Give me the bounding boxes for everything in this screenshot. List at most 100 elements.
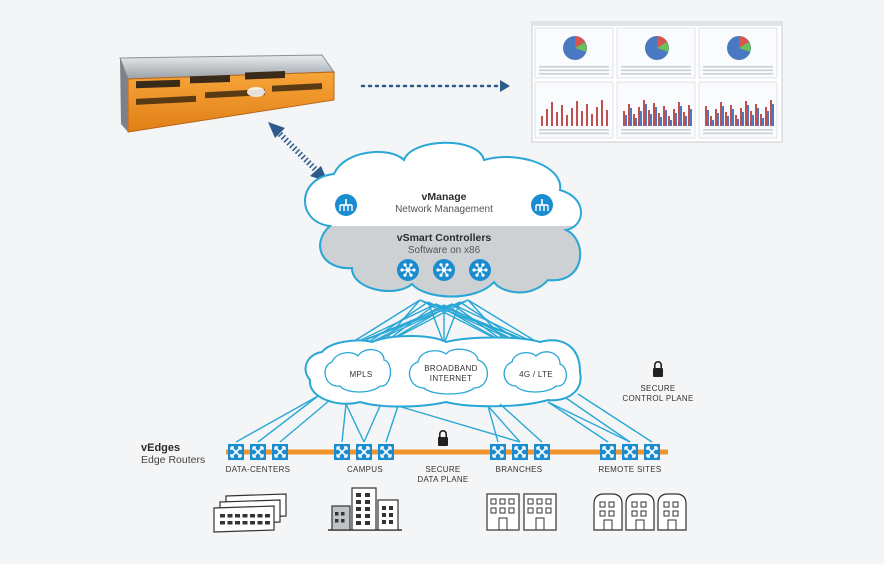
- building-window: [640, 501, 647, 508]
- site-label-remote-sites: REMOTE SITES: [598, 465, 661, 474]
- building-window: [265, 514, 270, 518]
- building-window: [250, 521, 255, 525]
- edge-router-icon: [334, 444, 350, 460]
- control-plane-label-line1: SECURE: [640, 384, 675, 393]
- building-window: [356, 500, 361, 504]
- building-window: [527, 498, 534, 505]
- building-window: [672, 510, 679, 517]
- transport-cloud: [304, 335, 582, 408]
- branch-building-icon: [486, 493, 557, 531]
- controller-link-line: [443, 301, 461, 345]
- vsmart-controller-icon: [397, 259, 419, 281]
- edge-router-icon: [356, 444, 372, 460]
- building-window: [545, 507, 552, 514]
- building-window: [341, 519, 345, 523]
- dashboard-pie-panel: [698, 27, 778, 79]
- building-window: [365, 493, 370, 497]
- building-window: [608, 501, 615, 508]
- vmanage-icon-right: [531, 194, 553, 216]
- building-window: [382, 513, 386, 517]
- server-to-dashboard-arrow: [360, 80, 510, 92]
- control-plane-label-line2: CONTROL PLANE: [622, 394, 693, 403]
- edge-link-line: [257, 395, 319, 443]
- site-label-campus: CAMPUS: [347, 465, 383, 474]
- building-window: [527, 507, 534, 514]
- logo-icon: [247, 87, 265, 97]
- data-plane-lock-icon: [438, 430, 448, 446]
- building-window: [341, 512, 345, 516]
- edge-router-icon: [644, 444, 660, 460]
- broadband-label-line1: BROADBAND: [424, 364, 477, 373]
- building-window: [389, 506, 393, 510]
- building-window: [235, 521, 240, 525]
- edge-link-line: [487, 405, 521, 443]
- edge-router-icon: [378, 444, 394, 460]
- edge-router-icon: [250, 444, 266, 460]
- edge-link-line: [345, 403, 365, 443]
- edge-link-line: [547, 401, 631, 443]
- edge-links: [235, 393, 653, 443]
- site-label-data-centers: DATA-CENTERS: [226, 465, 291, 474]
- building-door: [603, 519, 613, 531]
- vedges-title: vEdges: [141, 442, 180, 454]
- building-window: [356, 521, 361, 525]
- building-window: [508, 498, 515, 505]
- edge-router-icon: [534, 444, 550, 460]
- broadband-label-line2: INTERNET: [430, 374, 472, 383]
- campus-building-icon: [328, 487, 402, 531]
- edge-link-line: [547, 401, 609, 443]
- building-window: [389, 513, 393, 517]
- building-window: [631, 510, 638, 517]
- building-window: [250, 514, 255, 518]
- building-window: [490, 498, 497, 505]
- edge-link-line: [565, 397, 631, 443]
- edge-router-icon: [600, 444, 616, 460]
- edge-router-icon: [622, 444, 638, 460]
- dashboard-bar-panel: [534, 81, 614, 139]
- building-window: [508, 507, 515, 514]
- building-window: [242, 521, 248, 525]
- building-window: [227, 521, 233, 525]
- building-window: [499, 507, 506, 514]
- edge-link-line: [499, 403, 543, 443]
- building-window: [536, 507, 543, 514]
- building-door: [498, 517, 508, 531]
- edge-link-line: [363, 405, 381, 443]
- building-window: [365, 514, 370, 518]
- dashboard-bar-panel: [616, 81, 696, 139]
- building-window: [257, 514, 263, 518]
- lte-label: 4G / LTE: [519, 370, 553, 379]
- site-label-branches: BRANCHES: [496, 465, 543, 474]
- dashboard-pie-panel: [534, 27, 614, 79]
- building-window: [257, 521, 263, 525]
- building-window: [608, 510, 615, 517]
- vmanage-subtitle: Network Management: [395, 204, 493, 215]
- building-window: [631, 501, 638, 508]
- control-plane-lock-icon: [653, 361, 663, 377]
- vmanage-title: vManage: [422, 191, 467, 203]
- building-window: [545, 498, 552, 505]
- controller-link-line: [427, 301, 445, 345]
- building-window: [227, 514, 233, 518]
- building-window: [365, 500, 370, 504]
- vsmart-controller-icon: [469, 259, 491, 281]
- edge-link-line: [487, 405, 499, 443]
- edge-link-line: [235, 395, 319, 443]
- building-window: [356, 507, 361, 511]
- building-window: [335, 512, 339, 516]
- mpls-label: MPLS: [350, 370, 373, 379]
- building-window: [220, 514, 225, 518]
- dashboard-bar-panel: [698, 81, 778, 139]
- building-window: [265, 521, 270, 525]
- building-window: [663, 510, 670, 517]
- building-door: [535, 517, 545, 531]
- building-window: [356, 514, 361, 518]
- edge-router-icon: [228, 444, 244, 460]
- remote-site-building-icon: [593, 493, 687, 531]
- vedges-subtitle: Edge Routers: [141, 454, 205, 466]
- building-window: [499, 498, 506, 505]
- building-window: [490, 507, 497, 514]
- edge-router-icon: [512, 444, 528, 460]
- edge-router-icon: [272, 444, 288, 460]
- edge-link-line: [279, 399, 331, 443]
